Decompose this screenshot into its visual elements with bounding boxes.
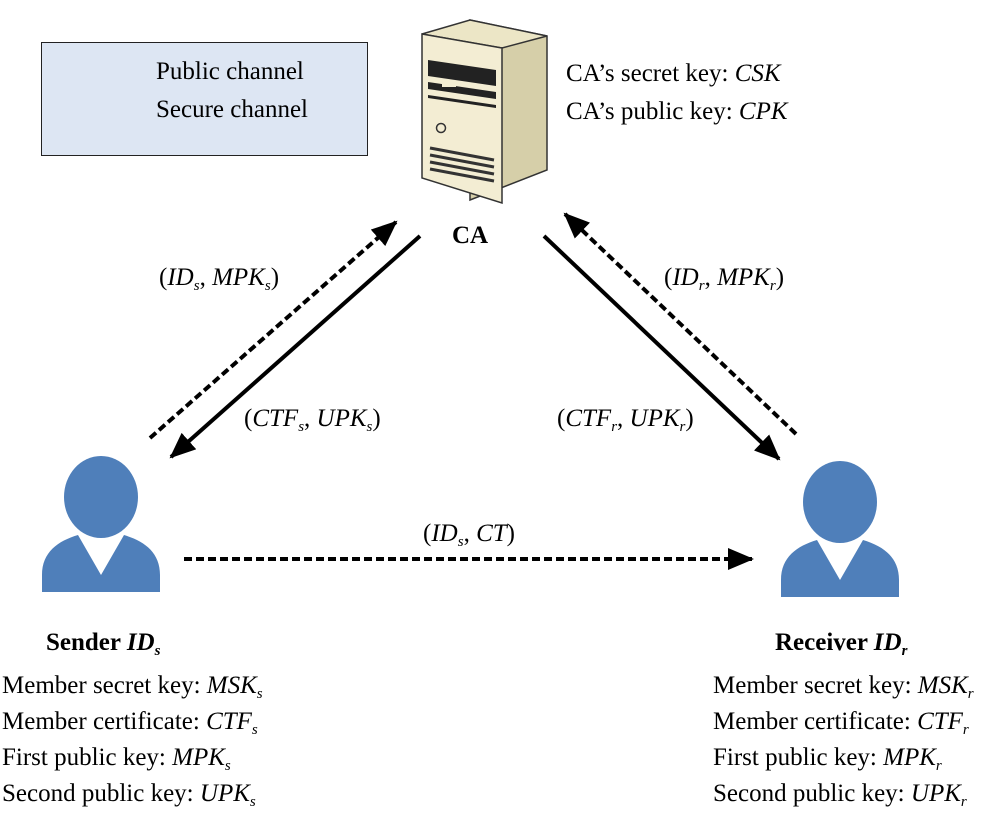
ca-secret-key-label: CA’s secret key: <box>566 60 729 87</box>
receiver-id: ID <box>873 629 902 656</box>
legend-secure-label: Secure channel <box>156 96 309 123</box>
msg-sender-to-receiver: (IDs, CT) <box>423 520 515 550</box>
sender-key-item: Second public key: UPKs <box>2 780 256 810</box>
sender-title: Sender IDs <box>46 629 161 659</box>
legend-public-label: Public channel <box>156 58 304 85</box>
ca-secret-key: CA’s secret key: CSK <box>566 59 781 89</box>
ca-secret-key-value: CSK <box>734 60 781 87</box>
receiver-key-item: First public key: MPKr <box>713 744 942 774</box>
sender-id: ID <box>126 629 155 656</box>
sender-title-text: Sender <box>46 629 121 656</box>
msg-receiver-to-ca: (IDr, MPKr) <box>664 264 785 294</box>
sender-key-item: Member secret key: MSKs <box>2 672 263 702</box>
sender-key-list: Member secret key: MSKs Member certifica… <box>2 671 263 815</box>
arrow-ca-to-sender <box>169 234 422 459</box>
arrow-receiver-to-ca <box>563 212 798 436</box>
receiver-key-item: Member secret key: MSKr <box>713 672 974 702</box>
receiver-user-icon <box>781 461 899 597</box>
msg-ca-to-sender: (CTFs, UPKs) <box>244 405 381 435</box>
msg-ca-to-receiver: (CTFr, UPKr) <box>557 405 694 435</box>
legend <box>41 42 368 156</box>
ca-server-icon <box>421 19 548 205</box>
arrow-sender-to-ca <box>148 220 398 440</box>
msg-sender-to-ca: (IDs, MPKs) <box>159 264 280 294</box>
arrow-ca-to-receiver <box>542 234 781 461</box>
receiver-key-list: Member secret key: MSKr Member certifica… <box>713 671 974 815</box>
sender-user-icon <box>42 456 160 592</box>
sender-key-item: First public key: MPKs <box>2 744 231 774</box>
ca-public-key-value: CPK <box>738 98 788 125</box>
sender-key-item: Member certificate: CTFs <box>2 708 258 738</box>
ca-label: CA <box>452 222 489 249</box>
receiver-key-item: Second public key: UPKr <box>713 780 967 810</box>
ca-public-key-label: CA’s public key: <box>566 98 733 125</box>
receiver-title: Receiver IDr <box>775 629 908 659</box>
receiver-key-item: Member certificate: CTFr <box>713 708 969 738</box>
ca-public-key: CA’s public key: CPK <box>566 97 788 127</box>
receiver-title-text: Receiver <box>775 629 868 656</box>
